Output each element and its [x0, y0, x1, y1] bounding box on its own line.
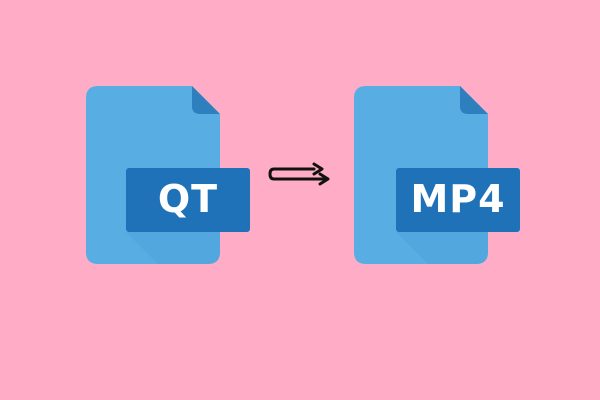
convert-arrow-icon: [268, 162, 330, 186]
qt-file-icon: QT: [86, 86, 252, 264]
mp4-file-icon: MP4: [354, 86, 520, 264]
source-format-label: QT: [157, 177, 219, 221]
document-icon: [354, 86, 520, 264]
target-format-label: MP4: [410, 177, 506, 221]
document-icon: [86, 86, 250, 264]
